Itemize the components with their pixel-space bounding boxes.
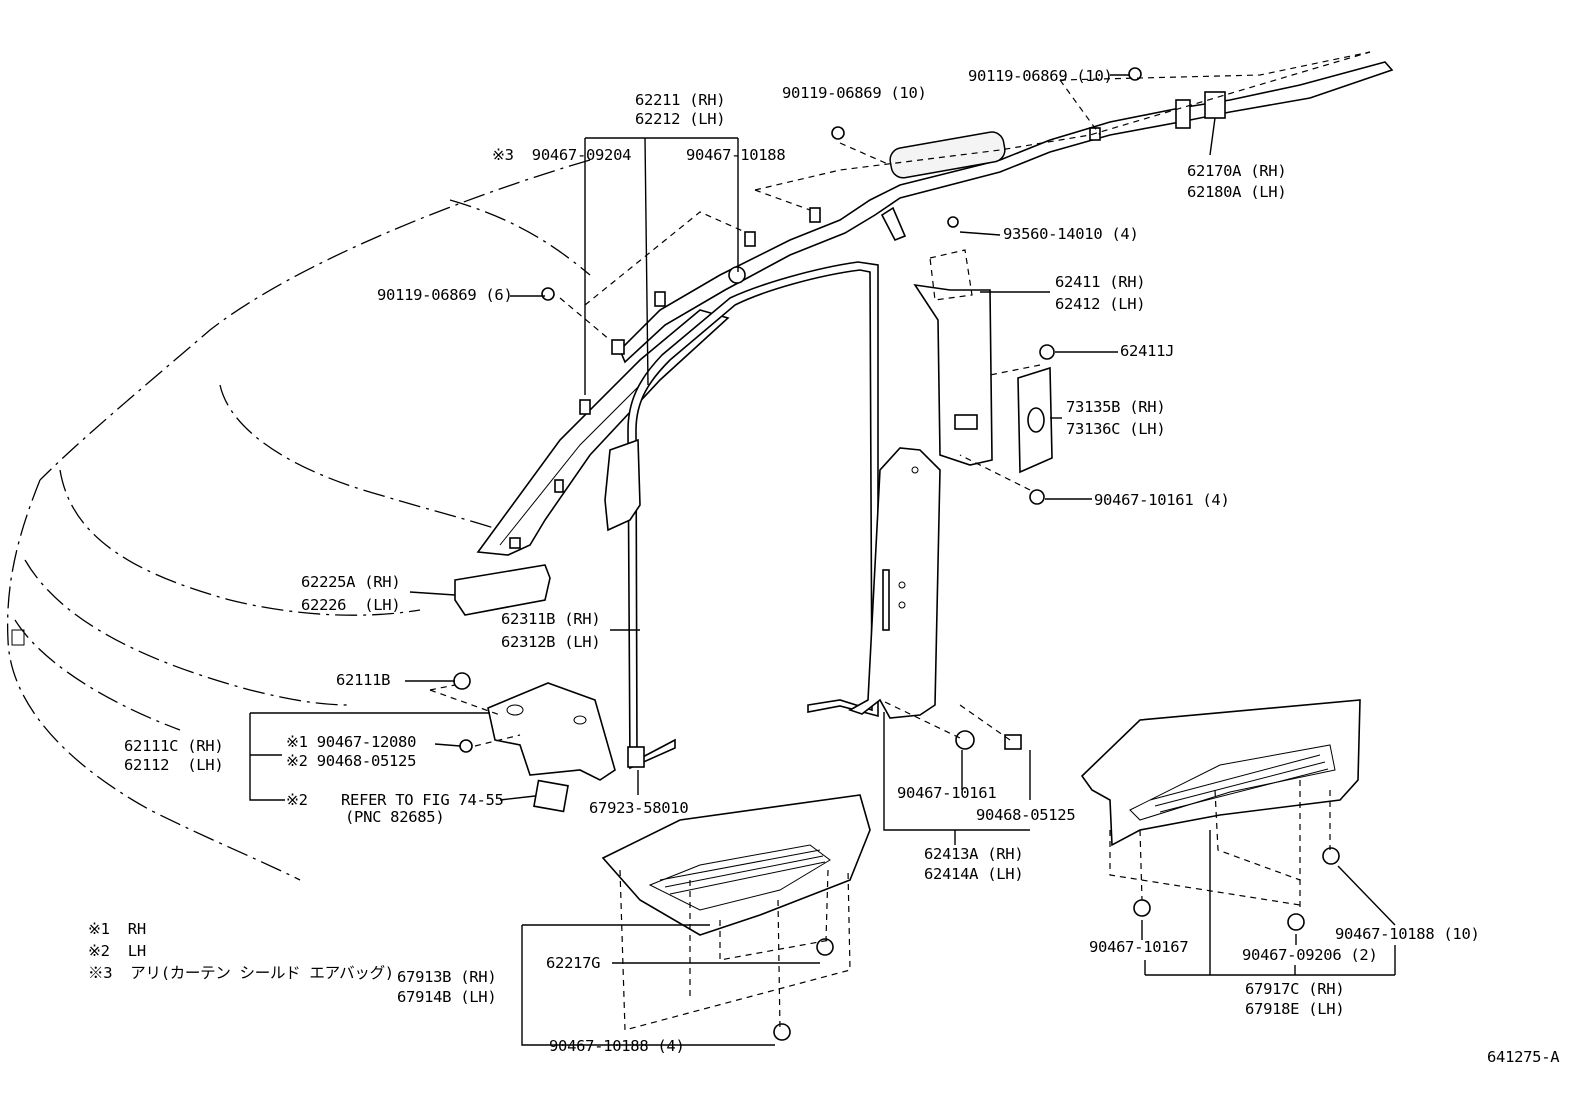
cowl-side-trim xyxy=(487,682,616,781)
legend-item-airbag: ※3 アリ(カーテン シールド エアバッグ) xyxy=(88,964,394,982)
label-93560-14010: 93560-14010 (4) xyxy=(1003,225,1139,243)
legend-item-lh: ※2 LH xyxy=(88,942,146,960)
label-90467-10188-top: 90467-10188 xyxy=(686,146,786,164)
door-weatherstrip xyxy=(627,261,879,770)
front-scuff-plate xyxy=(601,794,871,936)
label-s1-90467-12080: ※1 90467-12080 xyxy=(286,733,417,751)
label-refer-fig: REFER TO FIG 74-55 xyxy=(341,791,504,809)
label-62111B: 62111B xyxy=(336,671,391,689)
label-62225A: 62225A (RH) xyxy=(301,573,401,591)
belt-cover xyxy=(1017,366,1053,474)
a-pillar-garnish xyxy=(476,309,730,556)
label-refer-pnc: (PNC 82685) xyxy=(345,808,445,826)
b-pillar-garnish xyxy=(848,447,941,719)
label-62411J: 62411J xyxy=(1120,342,1175,360)
diagram-id: 641275-A xyxy=(1487,1048,1560,1066)
label-s3-90467-09204: ※3 90467-09204 xyxy=(492,146,632,164)
label-90468-05125: 90468-05125 xyxy=(976,806,1076,824)
label-67914B: 67914B (LH) xyxy=(397,988,497,1006)
label-62413A: 62413A (RH) xyxy=(924,845,1024,863)
label-90467-10188-10: 90467-10188 (10) xyxy=(1335,925,1480,943)
label-67913B: 67913B (RH) xyxy=(397,968,497,986)
label-62180A: 62180A (LH) xyxy=(1187,183,1287,201)
label-s2-refer: ※2 xyxy=(286,791,308,809)
label-90467-10161-4: 90467-10161 (4) xyxy=(1094,491,1230,509)
label-62226: 62226 (LH) xyxy=(301,596,401,614)
label-62212: 62212 (LH) xyxy=(635,110,726,128)
label-62312B: 62312B (LH) xyxy=(501,633,601,651)
label-90467-10188-4: 90467-10188 (4) xyxy=(549,1037,685,1055)
dashed-guides xyxy=(429,51,1371,1031)
label-90467-10161: 90467-10161 xyxy=(897,784,997,802)
label-90119-06869-6: 90119-06869 (6) xyxy=(377,286,513,304)
roof-rail-airbag xyxy=(611,61,1394,364)
leader-lines xyxy=(249,74,1396,1046)
label-62414A: 62414A (LH) xyxy=(924,865,1024,883)
label-90119-06869-10a: 90119-06869 (10) xyxy=(782,84,927,102)
label-73135B: 73135B (RH) xyxy=(1066,398,1166,416)
label-67917C: 67917C (RH) xyxy=(1245,980,1345,998)
label-90467-09206: 90467-09206 (2) xyxy=(1242,946,1378,964)
label-90119-06869-10b: 90119-06869 (10) xyxy=(968,67,1113,85)
label-90467-10167: 90467-10167 xyxy=(1089,938,1189,956)
label-62170A: 62170A (RH) xyxy=(1187,162,1287,180)
label-67923-58010: 67923-58010 xyxy=(589,799,689,817)
upper-b-pillar xyxy=(913,283,993,466)
label-s2-90468-05125: ※2 90468-05125 xyxy=(286,752,417,770)
label-73136C: 73136C (LH) xyxy=(1066,420,1166,438)
pillar-lower-garnish xyxy=(604,438,641,532)
rear-scuff-plate xyxy=(1080,699,1361,847)
vehicle-outline xyxy=(6,159,591,881)
label-62412: 62412 (LH) xyxy=(1055,295,1146,313)
label-62211: 62211 (RH) xyxy=(635,91,726,109)
label-62112: 62112 (LH) xyxy=(124,756,224,774)
label-62111C: 62111C (RH) xyxy=(124,737,224,755)
legend-item-rh: ※1 RH xyxy=(88,920,146,938)
label-62311B: 62311B (RH) xyxy=(501,610,601,628)
assist-grip-cover xyxy=(454,564,551,616)
label-67918E: 67918E (LH) xyxy=(1245,1000,1345,1018)
label-62411: 62411 (RH) xyxy=(1055,273,1146,291)
label-62217G: 62217G xyxy=(546,954,601,972)
